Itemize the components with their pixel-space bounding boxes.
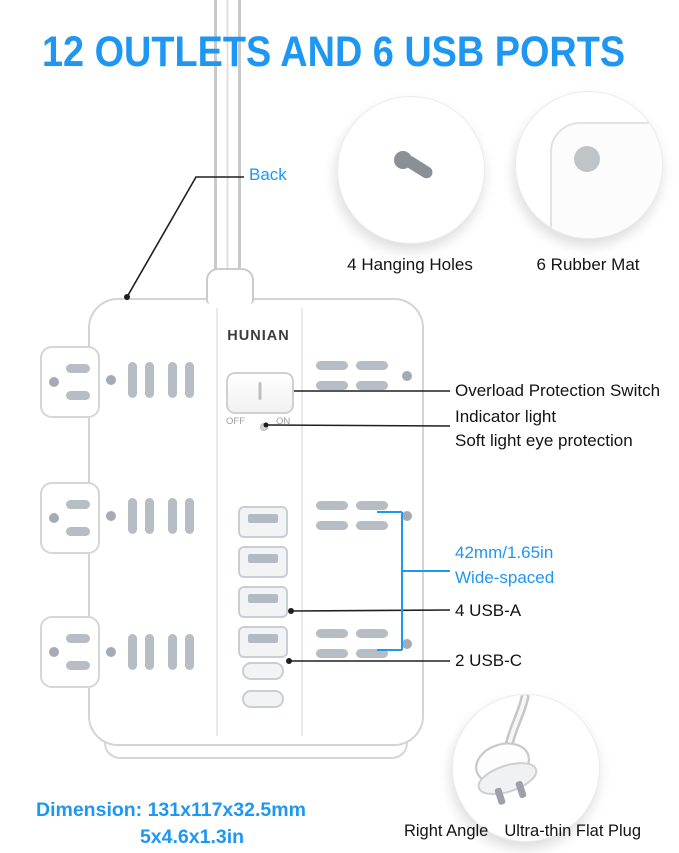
cord-strain-relief <box>206 268 254 304</box>
usb-a-label: 4 USB-A <box>455 601 522 620</box>
keyhole-slot-icon <box>401 153 435 181</box>
power-strip-front: HUNIAN OFF ON <box>88 298 424 746</box>
rubber-mat-caption: 6 Rubber Mat <box>536 255 640 274</box>
switch-on-label: ON <box>276 416 291 427</box>
ac-outlet-group-left-2 <box>106 488 208 544</box>
ac-outlet-group-right-2 <box>314 490 418 546</box>
dimension-imperial: 5x4.6x1.3in <box>139 826 245 848</box>
side-ac-outlet-3 <box>40 616 100 688</box>
ac-outlet-group-right-1 <box>314 350 418 406</box>
callout-rubber-mat <box>515 91 663 239</box>
side-ac-outlet-1 <box>40 346 100 418</box>
usb-c-label: 2 USB-C <box>455 651 523 670</box>
wide-spaced-value: 42mm/1.65in <box>455 543 554 562</box>
right-angle-label: Right Angle <box>403 822 489 840</box>
back-label: Back <box>249 165 287 184</box>
ac-outlet-group-right-3 <box>314 618 418 674</box>
callout-hanging-holes <box>337 96 485 244</box>
overload-switch-label: Overload Protection Switch <box>455 381 661 400</box>
switch-off-label: OFF <box>226 416 245 427</box>
flat-plug-label: Ultra-thin Flat Plug <box>504 822 642 840</box>
plug-caption: Right Angle Ultra-thin Flat Plug <box>366 822 679 841</box>
device-corner-illustration <box>550 122 662 238</box>
power-cord <box>214 0 241 272</box>
usb-a-port-3 <box>238 586 288 618</box>
rubber-foot-icon <box>574 146 600 172</box>
power-switch <box>226 372 294 414</box>
flat-plug-icon <box>475 695 538 805</box>
wide-spaced-label: Wide-spaced <box>455 568 555 587</box>
indicator-light-label: Indicator light <box>455 407 557 426</box>
brand-label: HUNIAN <box>227 328 290 344</box>
usb-c-port-2 <box>242 690 284 708</box>
usb-a-port-4 <box>238 626 288 658</box>
dimension-metric: Dimension: 131x117x32.5mm <box>36 799 306 821</box>
soft-light-label: Soft light eye protection <box>455 431 633 450</box>
side-ac-outlet-2 <box>40 482 100 554</box>
ac-outlet-group-left-3 <box>106 624 208 680</box>
hanging-holes-caption: 4 Hanging Holes <box>347 255 473 274</box>
usb-a-port-2 <box>238 546 288 578</box>
panel-divider-left <box>216 308 218 736</box>
usb-a-port-1 <box>238 506 288 538</box>
ac-outlet-group-left-1 <box>106 352 208 408</box>
panel-divider-right <box>301 308 303 736</box>
switch-rocker-seam <box>258 382 262 400</box>
callout-flat-plug <box>452 694 600 842</box>
page-title: 12 OUTLETS AND 6 USB PORTS <box>42 28 626 76</box>
indicator-light <box>260 423 268 431</box>
usb-c-port-1 <box>242 662 284 680</box>
